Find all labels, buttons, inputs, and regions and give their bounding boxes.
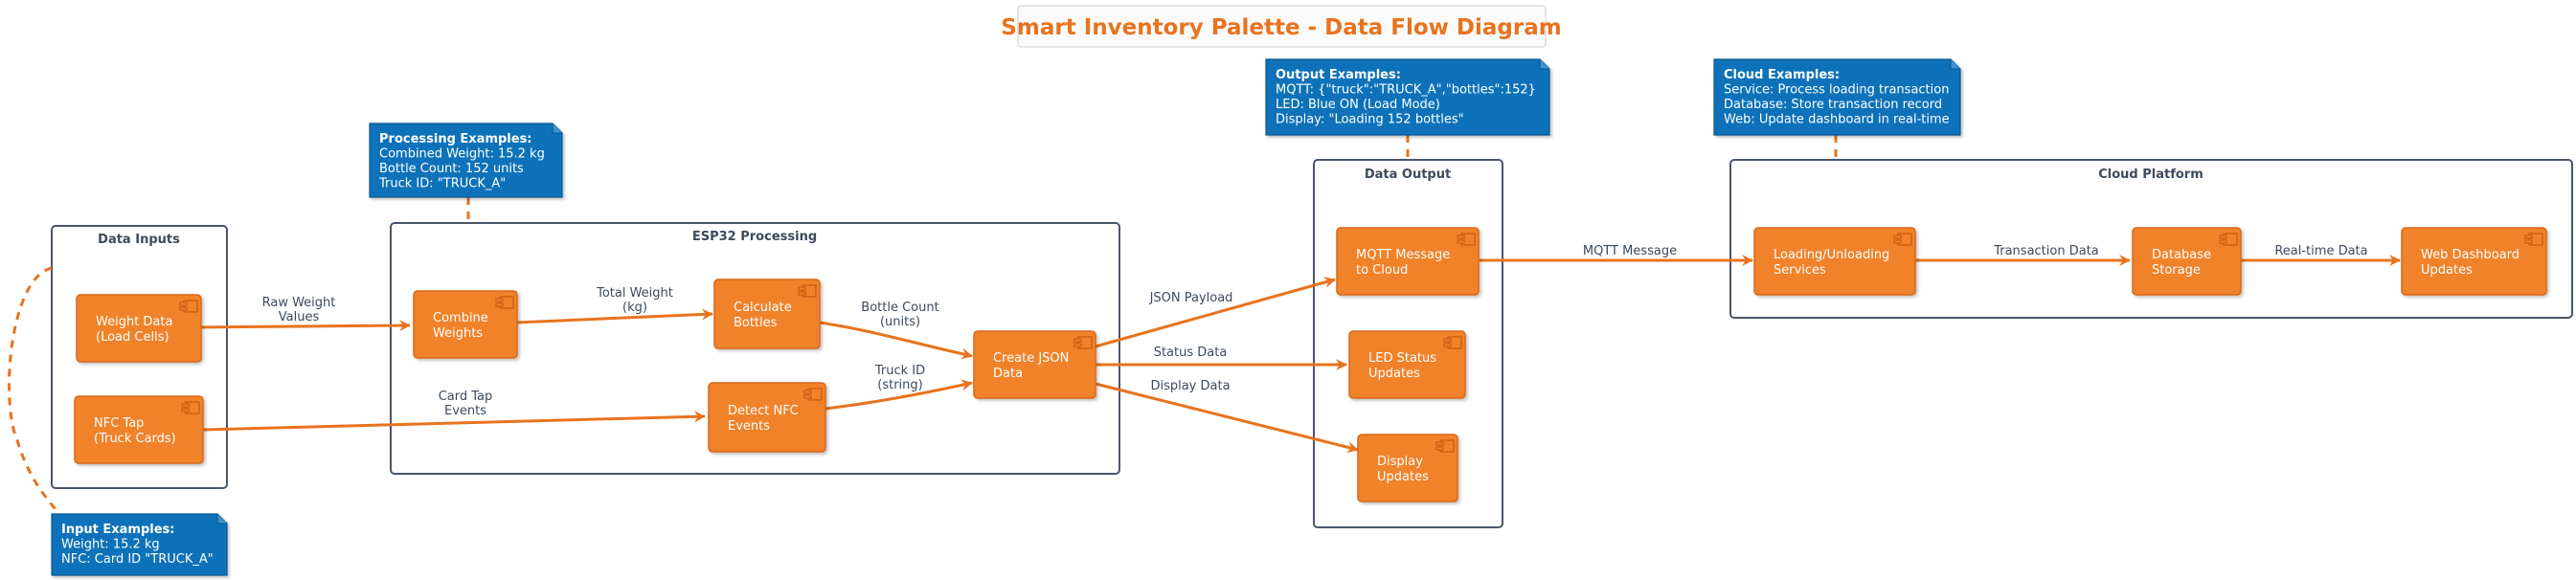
edge-label-realtime-data: Real-time Data bbox=[2274, 244, 2367, 258]
note-output-examples: Output Examples:MQTT: {"truck":"TRUCK_A"… bbox=[1265, 58, 1550, 136]
package-data-inputs: Data Inputs bbox=[51, 225, 228, 489]
edge-label-transaction-data: Transaction Data bbox=[1993, 244, 2099, 258]
node-weight[interactable]: Weight Data(Load Cells) bbox=[76, 294, 202, 363]
note-text: Processing Examples:Combined Weight: 15.… bbox=[378, 132, 545, 191]
node-label: NFC Tap(Truck Cards) bbox=[94, 416, 176, 446]
nodes-layer: Weight Data(Load Cells) NFC Tap(Truck Car… bbox=[74, 227, 2547, 502]
package-title: ESP32 Processing bbox=[692, 230, 817, 244]
edge-label-bottle-count: Bottle Count(units) bbox=[861, 301, 938, 329]
edge-display-data bbox=[1095, 382, 1359, 454]
edge-card-tap bbox=[202, 411, 706, 432]
edge-label-status-data: Status Data bbox=[1154, 346, 1228, 360]
edge-label-mqtt-message: MQTT Message bbox=[1583, 244, 1677, 258]
component-icon bbox=[1073, 336, 1093, 349]
component-icon bbox=[495, 296, 514, 309]
component-icon bbox=[179, 300, 198, 313]
note-text: Output Examples:MQTT: {"truck":"TRUCK_A"… bbox=[1276, 68, 1536, 127]
component-icon bbox=[1435, 439, 1455, 453]
edges bbox=[192, 255, 2401, 454]
note-processing-examples: Processing Examples:Combined Weight: 15.… bbox=[369, 123, 563, 198]
component-icon bbox=[798, 284, 817, 298]
edge-label-truck-id: Truck ID(string) bbox=[874, 364, 925, 392]
component-icon bbox=[1443, 336, 1462, 349]
package-esp32-processing: ESP32 Processing bbox=[390, 222, 1120, 475]
node-label: Weight Data(Load Cells) bbox=[96, 315, 172, 345]
note-connectors bbox=[8, 135, 1838, 515]
component-icon bbox=[1893, 233, 1912, 246]
component-icon bbox=[1457, 233, 1476, 246]
package-title: Data Output bbox=[1365, 167, 1451, 182]
package-title: Cloud Platform bbox=[2098, 167, 2203, 182]
node-nfc[interactable]: NFC Tap(Truck Cards) bbox=[74, 395, 204, 464]
component-icon bbox=[2219, 233, 2238, 246]
edge-label-total-weight: Total Weight(kg) bbox=[596, 286, 673, 315]
edge-json-payload bbox=[1095, 277, 1336, 348]
svg-text:Smart Inventory Palette - Data: Smart Inventory Palette - Data Flow Diag… bbox=[1001, 15, 1561, 40]
package-data-output: Data Output bbox=[1313, 159, 1503, 528]
note-text: Cloud Examples:Service: Process loading … bbox=[1724, 68, 1950, 127]
edge-truck-id bbox=[825, 379, 973, 411]
package-title: Data Inputs bbox=[98, 233, 180, 247]
package-cloud-platform: Cloud Platform bbox=[1729, 159, 2573, 319]
note-cloud-examples: Cloud Examples:Service: Process loading … bbox=[1713, 58, 1961, 136]
edge-raw-weight bbox=[192, 320, 411, 332]
edge-bottle-count bbox=[819, 321, 973, 360]
component-icon bbox=[181, 401, 200, 414]
component-icon bbox=[803, 388, 823, 401]
edge-label-display-data: Display Data bbox=[1150, 379, 1230, 393]
component-icon bbox=[2524, 233, 2543, 246]
edge-label-json-payload: JSON Payload bbox=[1149, 291, 1233, 305]
diagram-title: Smart Inventory Palette - Data Flow Diag… bbox=[1001, 5, 1562, 48]
edge-total-weight bbox=[516, 308, 713, 324]
